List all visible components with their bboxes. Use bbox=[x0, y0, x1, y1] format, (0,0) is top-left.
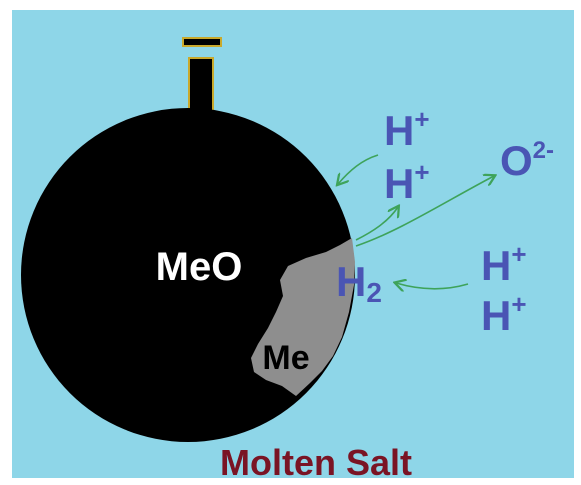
ion-labels: H+ H+ O2- H2 H+ H+ bbox=[336, 104, 554, 339]
arrow-protons-to-particle bbox=[338, 154, 379, 184]
hydrogen-gas: H2 bbox=[336, 258, 382, 308]
proton-right-2: H+ bbox=[481, 289, 527, 339]
molten-salt-label: Molten Salt bbox=[220, 442, 412, 483]
arrow-protons-to-h2 bbox=[396, 283, 469, 289]
proton-right-1: H+ bbox=[481, 239, 527, 289]
electrical-lead-icon bbox=[182, 37, 222, 115]
reaction-arrows bbox=[338, 154, 494, 289]
reduced-metal-region bbox=[251, 238, 355, 396]
proton-top-2: H+ bbox=[384, 157, 430, 207]
arrow-surface-to-h2-top bbox=[355, 207, 398, 241]
metal-label: Me bbox=[262, 339, 309, 377]
oxide-ion: O2- bbox=[500, 137, 554, 184]
arrow-surface-to-oxide-ion bbox=[355, 176, 494, 247]
oxide-label: MeO bbox=[156, 245, 243, 289]
proton-top-1: H+ bbox=[384, 104, 430, 154]
